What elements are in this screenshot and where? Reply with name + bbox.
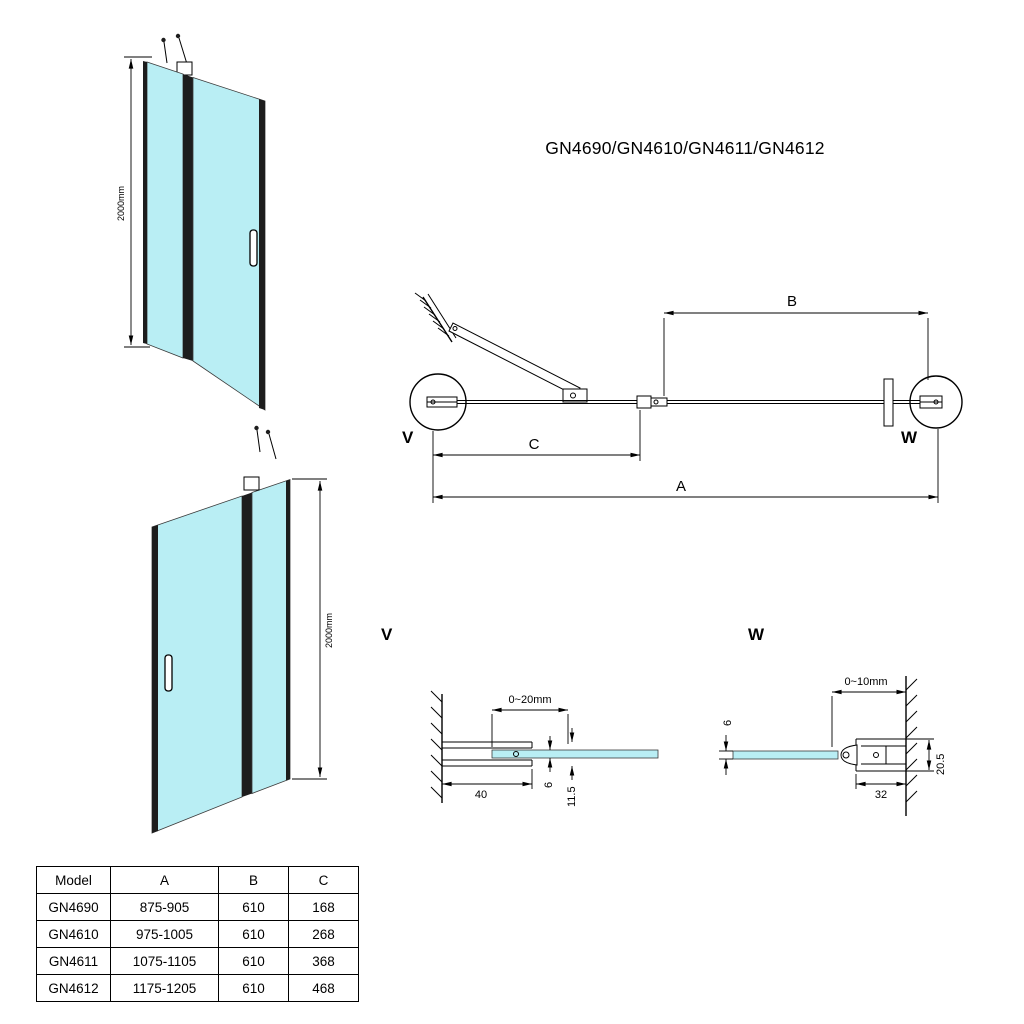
cell-b: 610 xyxy=(218,893,289,921)
detail-v-title: V xyxy=(381,625,393,644)
detail-v: V xyxy=(381,625,659,807)
adjust-dim-label-v: 0~20mm xyxy=(508,694,551,706)
dimension-20-5: 20.5 xyxy=(906,738,947,775)
dimension-adjust-w: 0~10mm xyxy=(831,676,906,747)
support-arm xyxy=(448,322,588,403)
channel-height-label-w: 20.5 xyxy=(935,754,947,775)
dimension-11-5: 11.5 xyxy=(566,728,578,807)
front-view-lower: 2000mm xyxy=(151,425,334,834)
dimension-c: C xyxy=(432,410,641,461)
wall-hatch-v xyxy=(430,690,443,803)
dimension-32: 32 xyxy=(855,774,906,801)
cell-a: 875-905 xyxy=(110,893,219,921)
cell-c: 468 xyxy=(288,974,359,1002)
dimension-adjust-v: 0~20mm xyxy=(491,694,569,747)
cell-c: 268 xyxy=(288,920,359,948)
panel-divider-upper xyxy=(183,74,193,361)
fixed-glass-panel-lower xyxy=(251,478,291,795)
cell-model: GN4611 xyxy=(36,947,111,975)
glass-edge-line xyxy=(433,400,933,404)
col-header-a: A xyxy=(110,866,219,894)
cell-model: GN4610 xyxy=(36,920,111,948)
table-row: GN4612 1175-1205 610 468 xyxy=(36,974,359,1002)
table-row: GN4690 875-905 610 168 xyxy=(36,893,359,921)
detail-v-callout-label: V xyxy=(402,428,414,447)
dim-a-label: A xyxy=(676,478,686,495)
col-header-c: C xyxy=(288,866,359,894)
pin-head-icon xyxy=(254,425,259,431)
door-handle-lower xyxy=(164,654,173,692)
spec-table: Model A B C GN4690 875-905 610 168 GN461… xyxy=(36,866,359,1002)
glass-section-v xyxy=(491,749,659,759)
panel-divider-lower xyxy=(242,492,252,797)
detail-w-callout-label: W xyxy=(901,428,918,447)
detail-circle-w xyxy=(909,375,963,429)
hinge-pins-upper xyxy=(161,33,193,76)
dim-c-label: C xyxy=(529,436,540,453)
wall-channel-profile-v xyxy=(442,741,533,767)
cell-a: 1175-1205 xyxy=(110,974,219,1002)
dimension-a: A xyxy=(432,429,939,503)
height-dimension-upper: 2000mm xyxy=(116,56,152,348)
seal-gasket xyxy=(840,744,858,766)
detail-w-title: W xyxy=(748,625,765,644)
dimension-b: B xyxy=(663,293,929,396)
cell-model: GN4690 xyxy=(36,893,111,921)
adjust-dim-label-w: 0~10mm xyxy=(844,676,887,688)
end-flange xyxy=(883,378,894,427)
hinge-pins-lower xyxy=(243,425,277,491)
cell-a: 1075-1105 xyxy=(110,947,219,975)
dimension-6-v: 6 xyxy=(543,736,555,788)
wall-hatch-plan xyxy=(414,292,457,343)
cell-a: 975-1005 xyxy=(110,920,219,948)
plan-view: V W B C A xyxy=(402,292,963,503)
detail-w: W xyxy=(719,625,947,816)
height-dimension-lower: 2000mm xyxy=(292,478,334,780)
table-row: GN4610 975-1005 610 268 xyxy=(36,920,359,948)
wall-hatch-w xyxy=(905,676,918,816)
dimension-40: 40 xyxy=(441,769,533,801)
cell-b: 610 xyxy=(218,974,289,1002)
table-row: GN4611 1075-1105 610 368 xyxy=(36,947,359,975)
detail-circle-v xyxy=(409,373,467,431)
table-header-row: Model A B C xyxy=(36,866,359,894)
pin-head-icon xyxy=(265,429,271,435)
wall-profile-left xyxy=(426,396,458,408)
height-dim-label-upper: 2000mm xyxy=(116,186,126,221)
cell-c: 368 xyxy=(288,947,359,975)
glass-thickness-label-w: 6 xyxy=(722,720,734,726)
cell-c: 168 xyxy=(288,893,359,921)
height-dim-label-lower: 2000mm xyxy=(324,613,334,648)
door-handle-upper xyxy=(249,229,258,267)
col-header-model: Model xyxy=(36,866,111,894)
col-header-b: B xyxy=(218,866,289,894)
frame-channel-profile-w xyxy=(855,738,906,772)
screw-icon xyxy=(873,752,879,758)
cell-b: 610 xyxy=(218,920,289,948)
channel-width-label-w: 32 xyxy=(875,789,887,801)
fixed-glass-panel-upper xyxy=(146,61,184,359)
pivot-connector xyxy=(636,395,668,409)
glass-thickness-label-v: 6 xyxy=(543,782,555,788)
dimension-6-w: 6 xyxy=(719,720,734,775)
screw-icon xyxy=(513,751,519,757)
page-title: GN4690/GN4610/GN4611/GN4612 xyxy=(545,138,825,158)
cell-model: GN4612 xyxy=(36,974,111,1002)
channel-depth-label-v: 11.5 xyxy=(566,786,578,807)
wall-profile-right xyxy=(919,395,943,409)
front-view-upper: 2000mm xyxy=(116,33,266,411)
dim-b-label: B xyxy=(787,293,797,310)
pin-head-icon xyxy=(161,37,166,43)
glass-section-w xyxy=(732,750,839,760)
width-dim-label-v: 40 xyxy=(475,789,487,801)
cell-b: 610 xyxy=(218,947,289,975)
pin-head-icon xyxy=(175,33,181,39)
